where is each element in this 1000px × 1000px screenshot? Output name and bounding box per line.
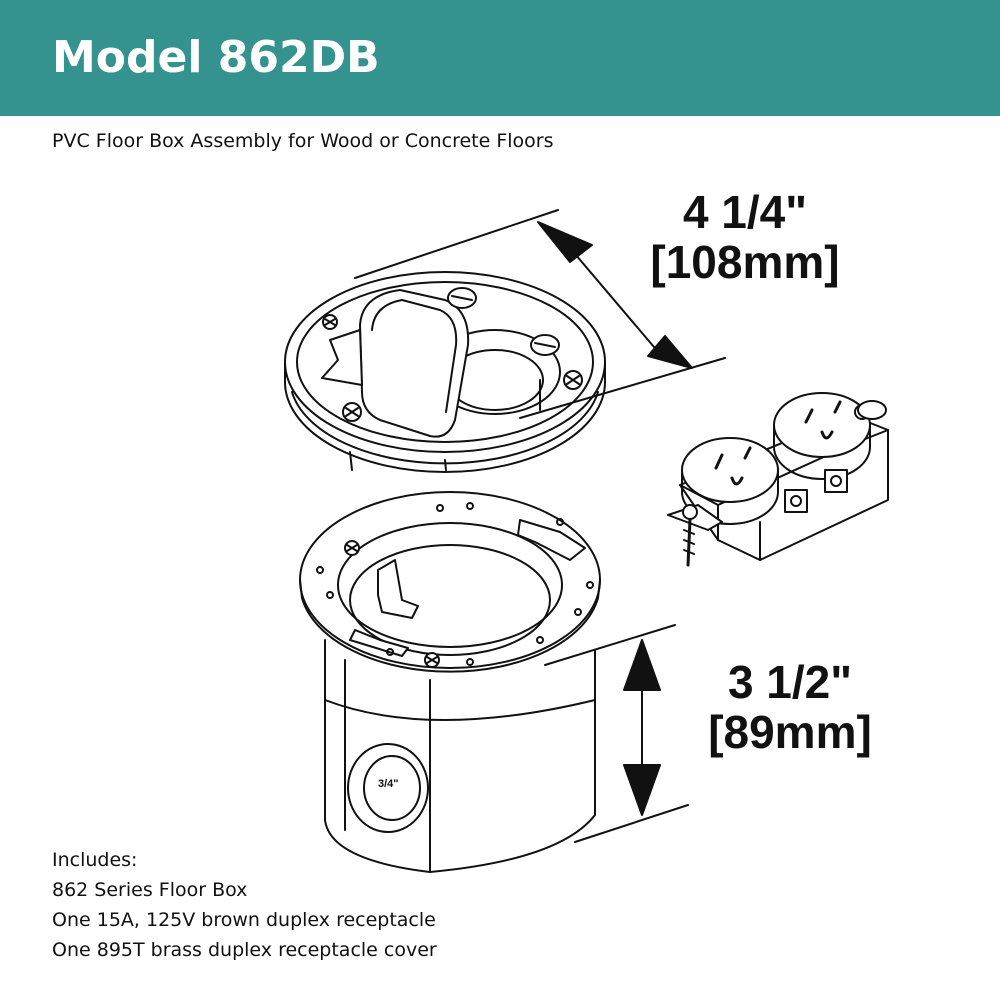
list-item: One 15A, 125V brown duplex receptacle (52, 909, 436, 931)
height-imperial: 3 1/2" (727, 656, 853, 708)
height-dimension-lines (544, 624, 689, 843)
diameter-dimension-label: 4 1/4" [108mm] (600, 186, 890, 288)
screw-icon (424, 652, 440, 668)
list-item: 862 Series Floor Box (52, 879, 248, 901)
duplex-receptacle-drawing (667, 392, 889, 567)
height-dimension-label: 3 1/2" [89mm] (660, 656, 920, 758)
diameter-imperial: 4 1/4" (682, 186, 808, 238)
diameter-dimension-lines (354, 209, 726, 419)
header-banner: Model 862DB (0, 0, 1000, 116)
page-title: Model 862DB (52, 32, 380, 83)
screw-icon (344, 540, 360, 556)
includes-list: Includes: 862 Series Floor Box One 15A, … (52, 845, 437, 965)
diameter-metric: [108mm] (650, 235, 840, 288)
includes-heading: Includes: (52, 849, 138, 871)
list-item: One 895T brass duplex receptacle cover (52, 939, 437, 961)
screw-icon (563, 370, 583, 390)
product-subtitle: PVC Floor Box Assembly for Wood or Concr… (52, 130, 554, 152)
height-metric: [89mm] (708, 705, 872, 758)
cover-plate-drawing (284, 271, 606, 473)
floor-box-drawing (299, 491, 601, 873)
screw-icon (342, 402, 362, 422)
screw-icon (322, 314, 338, 330)
knockout-label: 3/4" (378, 778, 399, 790)
